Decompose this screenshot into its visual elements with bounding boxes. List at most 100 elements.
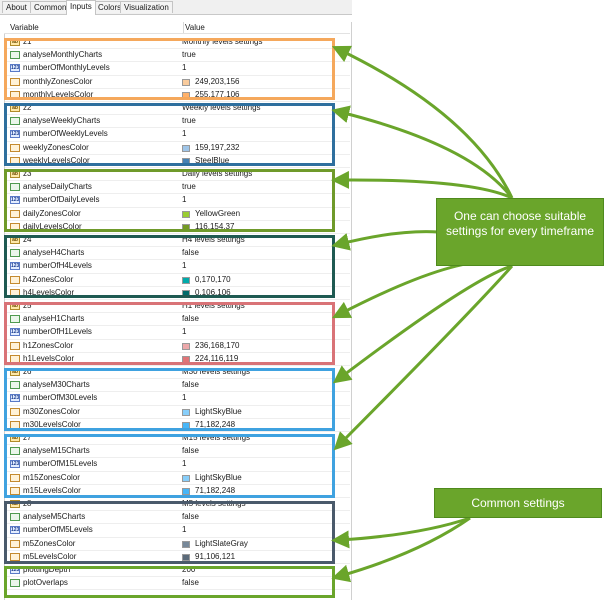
column-header-variable[interactable]: Variable bbox=[10, 23, 39, 32]
color-swatch[interactable] bbox=[182, 289, 190, 297]
variable-value[interactable]: 1 bbox=[182, 129, 187, 139]
color-swatch[interactable] bbox=[182, 487, 190, 495]
variable-value[interactable]: 1 bbox=[182, 63, 187, 73]
variable-value[interactable]: 224,116,119 bbox=[195, 353, 239, 363]
column-header-value[interactable]: Value bbox=[185, 23, 205, 32]
color-swatch[interactable] bbox=[182, 421, 190, 429]
variable-value[interactable]: M5 levels settings bbox=[182, 499, 246, 508]
color-swatch[interactable] bbox=[182, 342, 190, 350]
variable-value[interactable]: false bbox=[182, 578, 199, 588]
variable-value[interactable]: Monthly levels settings bbox=[182, 37, 263, 46]
color-swatch[interactable] bbox=[182, 223, 190, 231]
variable-value[interactable]: 1 bbox=[182, 459, 187, 469]
variable-value[interactable]: 255,177,106 bbox=[195, 89, 240, 99]
variable-value[interactable]: M15 levels settings bbox=[182, 433, 251, 442]
color-swatch[interactable] bbox=[182, 276, 190, 284]
variable-value[interactable]: false bbox=[182, 380, 199, 390]
tab-about[interactable]: About bbox=[2, 1, 31, 13]
tab-common[interactable]: Common bbox=[30, 1, 71, 13]
variable-value[interactable]: 1 bbox=[182, 525, 187, 535]
variable-value[interactable]: Daily levels settings bbox=[182, 169, 253, 178]
variable-value[interactable]: 116,154,37 bbox=[195, 221, 235, 231]
variable-value[interactable]: LightSlateGray bbox=[195, 538, 248, 548]
color-swatch[interactable] bbox=[182, 157, 190, 165]
variable-value[interactable]: false bbox=[182, 248, 199, 258]
variable-value[interactable]: true bbox=[182, 116, 196, 126]
variable-value[interactable]: 0,106,106 bbox=[195, 287, 231, 297]
variable-value[interactable]: 71,182,248 bbox=[195, 419, 236, 429]
variable-value[interactable]: true bbox=[182, 50, 196, 60]
variable-value[interactable]: H1 levels settings bbox=[182, 301, 245, 310]
color-swatch[interactable] bbox=[182, 355, 190, 363]
variable-value[interactable]: Weekly levels settings bbox=[182, 103, 261, 112]
variable-value[interactable]: 236,168,170 bbox=[195, 340, 240, 350]
variable-value[interactable]: 159,197,232 bbox=[195, 142, 240, 152]
color-swatch[interactable] bbox=[182, 408, 190, 416]
column-divider[interactable] bbox=[183, 22, 184, 33]
tab-visualization[interactable]: Visualization bbox=[120, 1, 173, 13]
variable-value[interactable]: 1 bbox=[182, 327, 187, 337]
color-swatch[interactable] bbox=[182, 91, 190, 99]
variable-value[interactable]: SteelBlue bbox=[195, 155, 230, 165]
variable-value[interactable]: YellowGreen bbox=[195, 208, 241, 218]
color-swatch[interactable] bbox=[182, 210, 190, 218]
variable-value[interactable]: false bbox=[182, 446, 199, 456]
color-swatch[interactable] bbox=[182, 144, 190, 152]
variable-value[interactable]: 0,170,170 bbox=[195, 274, 231, 284]
variable-value[interactable]: 1 bbox=[182, 393, 187, 403]
variable-value[interactable]: H4 levels settings bbox=[182, 235, 245, 244]
variable-value[interactable]: 200 bbox=[182, 565, 196, 574]
variable-value[interactable]: M30 levels settings bbox=[182, 367, 251, 376]
variable-value[interactable]: 71,182,248 bbox=[195, 485, 236, 495]
variable-value[interactable]: LightSkyBlue bbox=[195, 472, 242, 482]
variable-value[interactable]: false bbox=[182, 314, 199, 324]
tab-inputs[interactable]: Inputs bbox=[66, 0, 96, 15]
variable-value[interactable]: false bbox=[182, 512, 199, 522]
color-swatch[interactable] bbox=[182, 540, 190, 548]
color-swatch[interactable] bbox=[182, 78, 190, 86]
variable-value[interactable]: 1 bbox=[182, 261, 187, 271]
color-swatch[interactable] bbox=[182, 553, 190, 561]
variable-value[interactable]: 91,106,121 bbox=[195, 551, 236, 561]
variable-value[interactable]: LightSkyBlue bbox=[195, 406, 242, 416]
